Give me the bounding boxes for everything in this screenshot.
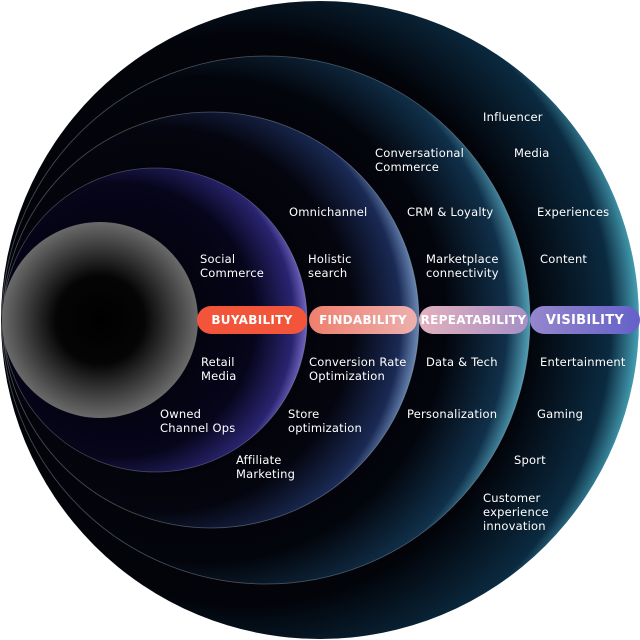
label-personalization: Personalization [407,407,498,421]
label-sport: Sport [514,453,546,467]
label-customer-experience-innovation: Customer experience innovation [483,491,549,533]
label-retail-media: Retail Media [201,355,237,383]
core-sphere [2,222,198,418]
visibility-pill: VISIBILITY [530,306,640,334]
label-store-optimization: Store optimization [288,407,362,435]
label-affiliate-marketing: Affiliate Marketing [236,453,296,481]
label-influencer: Influencer [483,110,543,124]
label-conversion-rate-optimization: Conversion Rate Optimization [309,355,407,383]
findability-pill: FINDABILITY [309,306,417,334]
label-media: Media [514,146,550,160]
label-omnichannel: Omnichannel [289,205,368,219]
label-experiences: Experiences [537,205,610,219]
label-owned-channel-ops: Owned Channel Ops [160,407,236,435]
label-holistic-search: Holistic search [308,252,352,280]
label-marketplace-connectivity: Marketplace connectivity [426,252,499,280]
label-conversational-commerce: Conversational Commerce [375,146,465,174]
label-gaming: Gaming [537,407,584,421]
repeatability-pill: REPEATABILITY [419,306,528,334]
label-crm-loyalty: CRM & Loyalty [407,205,494,219]
label-content: Content [540,252,588,266]
label-social-commerce: Social Commerce [200,252,265,280]
buyability-pill: BUYABILITY [197,306,307,334]
label-entertainment: Entertainment [540,355,626,369]
label-data-tech: Data & Tech [426,355,498,369]
